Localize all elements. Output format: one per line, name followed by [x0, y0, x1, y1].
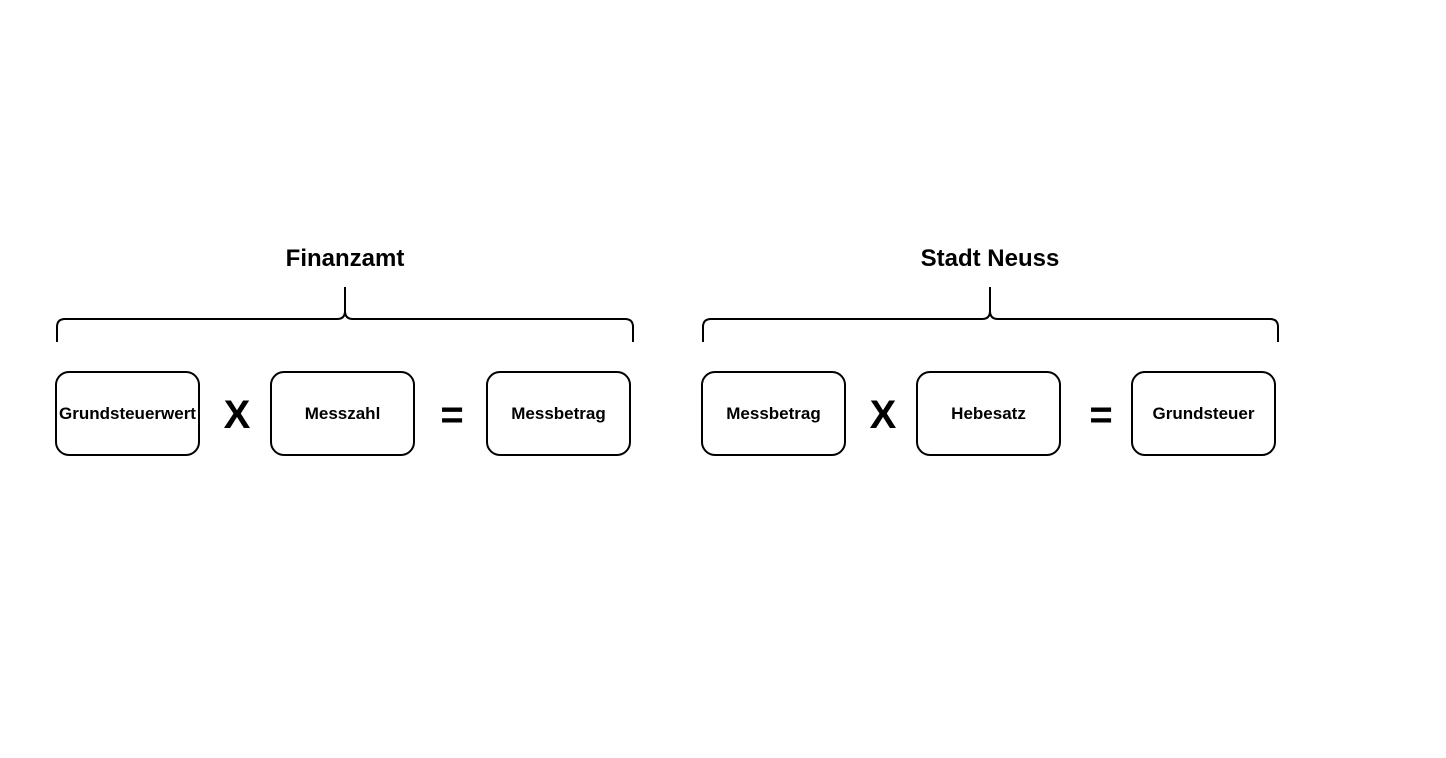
term-hebesatz: Hebesatz [916, 371, 1061, 456]
equals-operator: = [440, 393, 464, 437]
term-messbetrag-result: Messbetrag [486, 371, 631, 456]
group-title-stadt-neuss: Stadt Neuss [920, 245, 1060, 272]
term-messbetrag: Messbetrag [701, 371, 846, 456]
brace-finanzamt [56, 287, 634, 342]
multiply-operator: X [869, 393, 897, 437]
term-grundsteuerwert: Grundsteuerwert [55, 371, 200, 456]
term-grundsteuer: Grundsteuer [1131, 371, 1276, 456]
term-messzahl: Messzahl [270, 371, 415, 456]
group-title-finanzamt: Finanzamt [285, 245, 405, 272]
brace-stadt-neuss [702, 287, 1279, 342]
equals-operator: = [1089, 393, 1113, 437]
multiply-operator: X [223, 393, 251, 437]
